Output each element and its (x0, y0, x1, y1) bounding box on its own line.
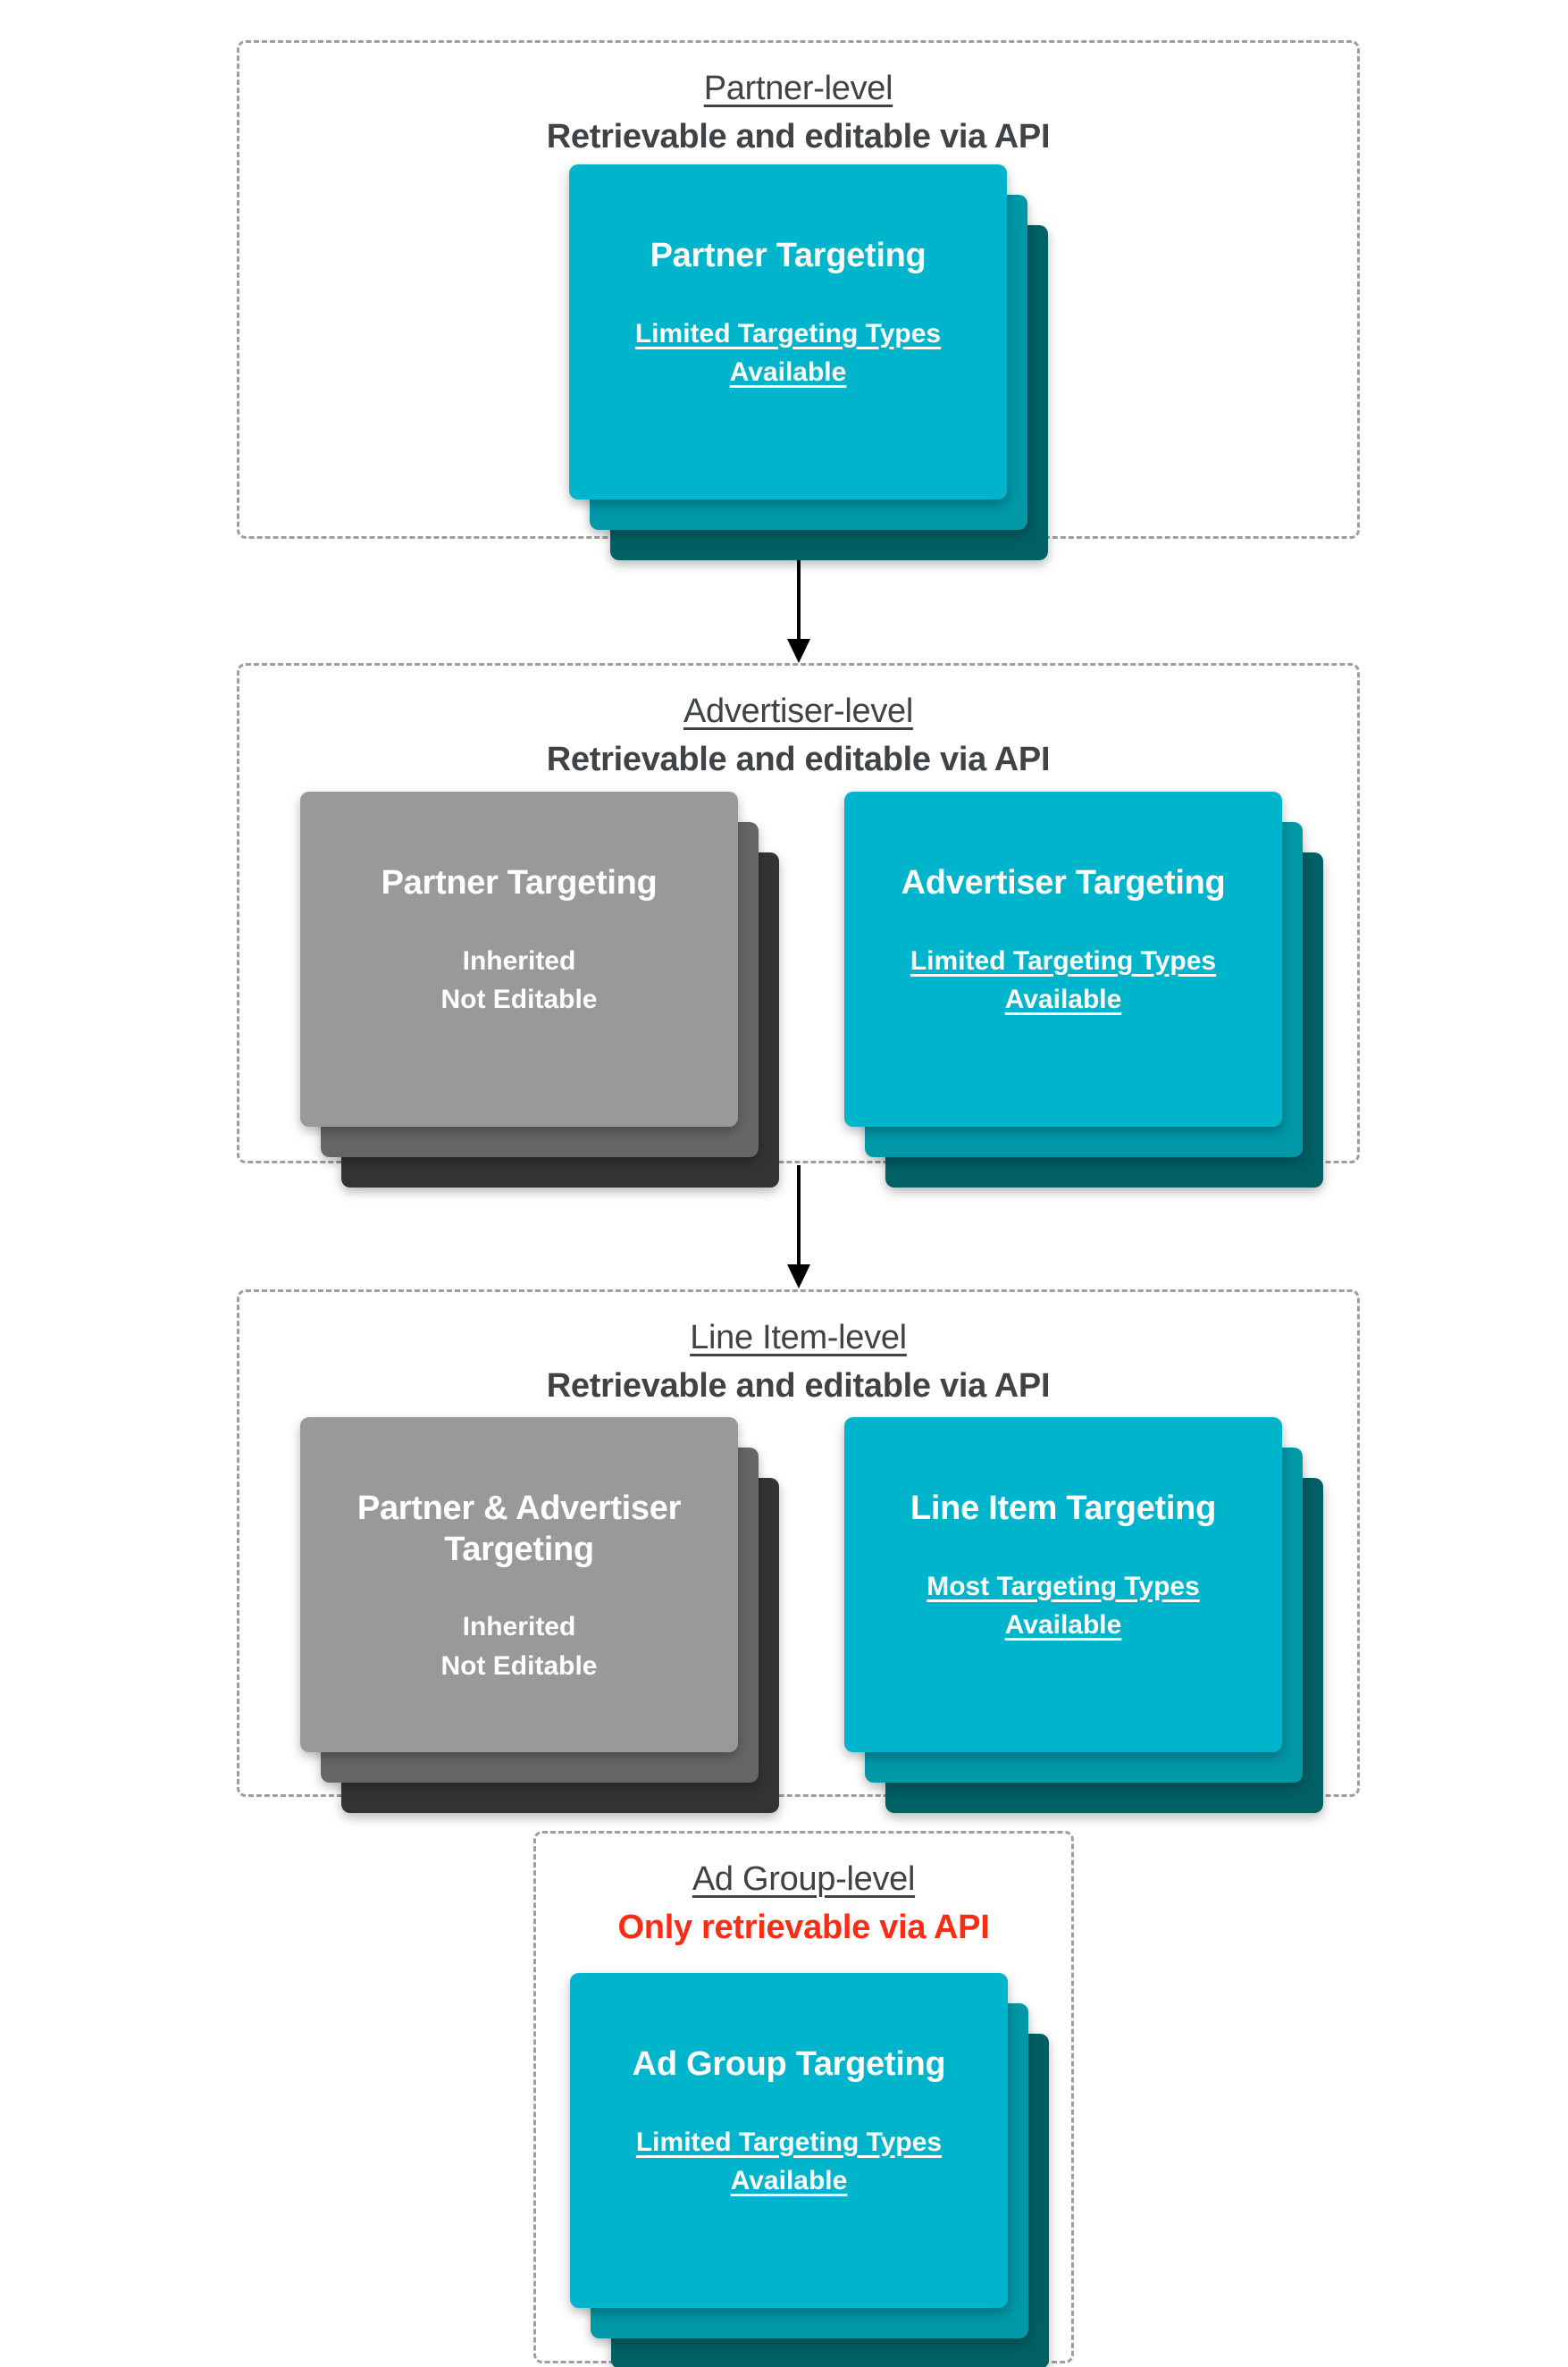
section-ad-group-level: Ad Group-level Only retrievable via API … (533, 1831, 1074, 2367)
advertiser-level-subtitle: Retrievable and editable via API (546, 740, 1051, 778)
card-front-layer: Advertiser Targeting Limited Targeting T… (844, 792, 1282, 1127)
card-front-layer: Line Item Targeting Most Targeting Types… (844, 1417, 1282, 1752)
card-heading: Line Item Targeting (910, 1490, 1216, 1527)
section-advertiser-level: Advertiser-level Retrievable and editabl… (237, 663, 1360, 1188)
advertiser-level-title: Advertiser-level (683, 692, 914, 730)
partner-level-title: Partner-level (703, 70, 893, 107)
card-heading: Partner & Advertiser Targeting (356, 1490, 682, 1568)
down-arrow-icon (797, 1165, 801, 1265)
card-body: Limited Targeting Types Available (634, 318, 942, 388)
card-front-layer: Ad Group Targeting Limited Targeting Typ… (570, 1973, 1008, 2308)
card-heading: Advertiser Targeting (901, 864, 1226, 902)
card-heading: Ad Group Targeting (632, 2045, 946, 2083)
card-body: Most Targeting Types Available (927, 1571, 1200, 1641)
card-body: Limited Targeting Types Available (635, 2127, 943, 2196)
ad-group-level-subtitle: Only retrievable via API (617, 1908, 990, 1946)
card-inherited-partner-advertiser-targeting: Partner & Advertiser Targeting Inherited… (300, 1417, 779, 1813)
card-heading: Partner Targeting (381, 864, 658, 902)
card-partner-targeting: Partner Targeting Limited Targeting Type… (569, 164, 1048, 560)
card-body-line: Inherited (462, 1612, 576, 1642)
partner-level-subtitle: Retrievable and editable via API (546, 117, 1051, 155)
card-front-layer: Partner Targeting Inherited Not Editable (300, 792, 738, 1127)
card-front-layer: Partner Targeting Limited Targeting Type… (569, 164, 1007, 499)
card-ad-group-targeting: Ad Group Targeting Limited Targeting Typ… (570, 1973, 1049, 2367)
section-line-item-level: Line Item-level Retrievable and editable… (237, 1289, 1360, 1813)
down-arrow-icon (797, 540, 801, 640)
line-item-level-subtitle: Retrievable and editable via API (546, 1366, 1051, 1405)
card-body-line: Not Editable (440, 1650, 598, 1681)
line-item-level-title: Line Item-level (690, 1319, 907, 1356)
card-body: Limited Targeting Types Available (910, 945, 1217, 1015)
card-body-line: Inherited (462, 945, 576, 976)
ad-group-level-title: Ad Group-level (692, 1860, 916, 1898)
card-body: Inherited Not Editable (440, 942, 597, 1020)
card-inherited-partner-targeting: Partner Targeting Inherited Not Editable (300, 792, 779, 1188)
card-body: Inherited Not Editable (440, 1607, 597, 1685)
card-line-item-targeting: Line Item Targeting Most Targeting Types… (844, 1417, 1323, 1813)
card-body-line: Not Editable (440, 985, 598, 1015)
section-partner-level: Partner-level Retrievable and editable v… (237, 40, 1360, 560)
card-advertiser-targeting: Advertiser Targeting Limited Targeting T… (844, 792, 1323, 1188)
card-heading: Partner Targeting (650, 237, 927, 274)
card-front-layer: Partner & Advertiser Targeting Inherited… (300, 1417, 738, 1752)
